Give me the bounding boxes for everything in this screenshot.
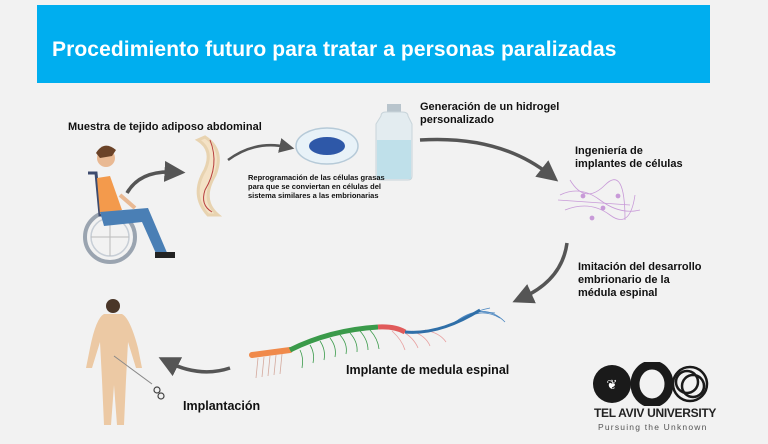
arrow-icon bbox=[419, 137, 559, 182]
step-implant-label: Implante de medula espinal bbox=[346, 363, 510, 377]
step-imitation-label: Imitación del desarrollo embrionario de … bbox=[578, 261, 702, 299]
page-title: Procedimiento futuro para tratar a perso… bbox=[52, 38, 617, 61]
arrow-icon bbox=[512, 242, 569, 304]
wheelchair-patient-icon bbox=[83, 145, 175, 264]
svg-text:❦: ❦ bbox=[607, 378, 618, 393]
title-banner: Procedimiento futuro para tratar a perso… bbox=[37, 5, 710, 83]
step-hydrogel-label: Generación de un hidrogel personalizado bbox=[420, 101, 560, 126]
step-implantation-label: Implantación bbox=[183, 399, 261, 413]
spinal-cord-icon bbox=[249, 307, 506, 379]
university-logo: ❦ TEL AVIV UNIVERSITY Pursuing the Unkno… bbox=[592, 362, 732, 437]
arrow-icon bbox=[158, 357, 231, 377]
cell-network-icon bbox=[557, 179, 641, 221]
logo-circles-icon: ❦ bbox=[593, 362, 709, 406]
step-reprogramming-label: Reprogramación de las células grasas par… bbox=[248, 173, 385, 200]
logo-tagline: Pursuing the Unknown bbox=[598, 422, 708, 432]
step-sample-label: Muestra de tejido adiposo abdominal bbox=[68, 121, 262, 133]
step-engineering-label: Ingeniería de implantes de células bbox=[575, 145, 683, 170]
petri-dish-icon bbox=[295, 127, 359, 165]
arrow-icon bbox=[227, 138, 295, 162]
logo-name: TEL AVIV UNIVERSITY bbox=[594, 406, 717, 420]
human-body-icon bbox=[86, 299, 165, 425]
vial-icon bbox=[375, 104, 413, 181]
arrow-icon bbox=[125, 160, 186, 194]
adipose-tissue-icon bbox=[194, 135, 223, 217]
